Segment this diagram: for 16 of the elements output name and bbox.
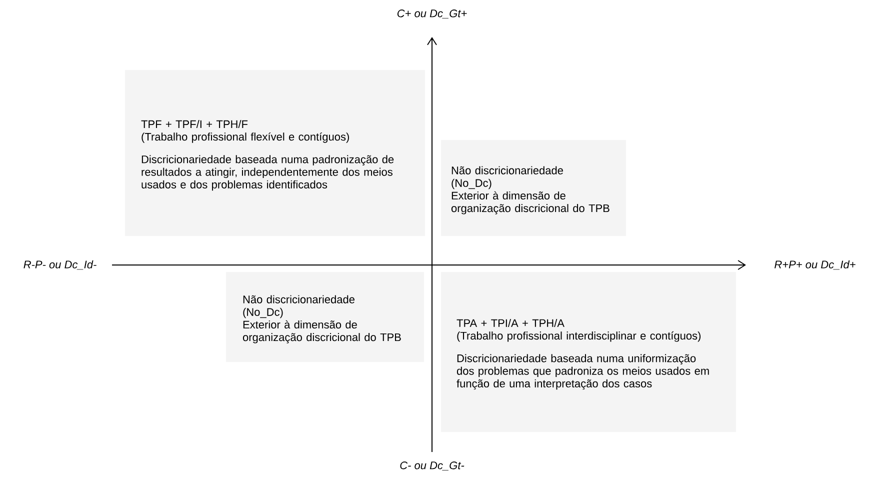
quadrant-text: (No_Dc) (243, 308, 283, 318)
quadrant-text: Não discricionariedade (243, 295, 354, 304)
quadrant-text: Exterior à dimensão de organização discricional do TPB (242, 320, 401, 344)
quadrant-text: Discricionariedade baseada numa uniformização dos problemas que padroniza os meios usados em função de uma interpretação dos casos (456, 354, 709, 390)
quadrant-text: Não discricionariedade (452, 166, 563, 174)
quadrant-text: Exterior à dimensão de organização discricional do TPB (451, 191, 610, 214)
quadrant-text: (No_Dc) (452, 178, 492, 190)
axis-label: C- ou Dc_Gt- (400, 461, 464, 470)
quadrant-text: (Trabalho profissional flexível e contíguos) (142, 132, 349, 143)
axis-label: R-P- ou Dc_Id- (24, 260, 96, 270)
axis-label: C+ ou Dc_Gt+ (397, 10, 467, 18)
quadrant-text: Discricionariedade baseada numa padronização de resultados a atingir, independentemente dos meios usados e dos problemas identificados (142, 155, 394, 191)
quadrant-text: (Trabalho profissional interdisciplinar e contíguos) (457, 331, 701, 342)
axis-label: R+P+ ou Dc_Id+ (774, 260, 856, 270)
quadrant-text: TPA + TPI/A + TPH/A (456, 318, 564, 328)
quadrant-text: TPF + TPF/I + TPH/F (141, 120, 248, 128)
